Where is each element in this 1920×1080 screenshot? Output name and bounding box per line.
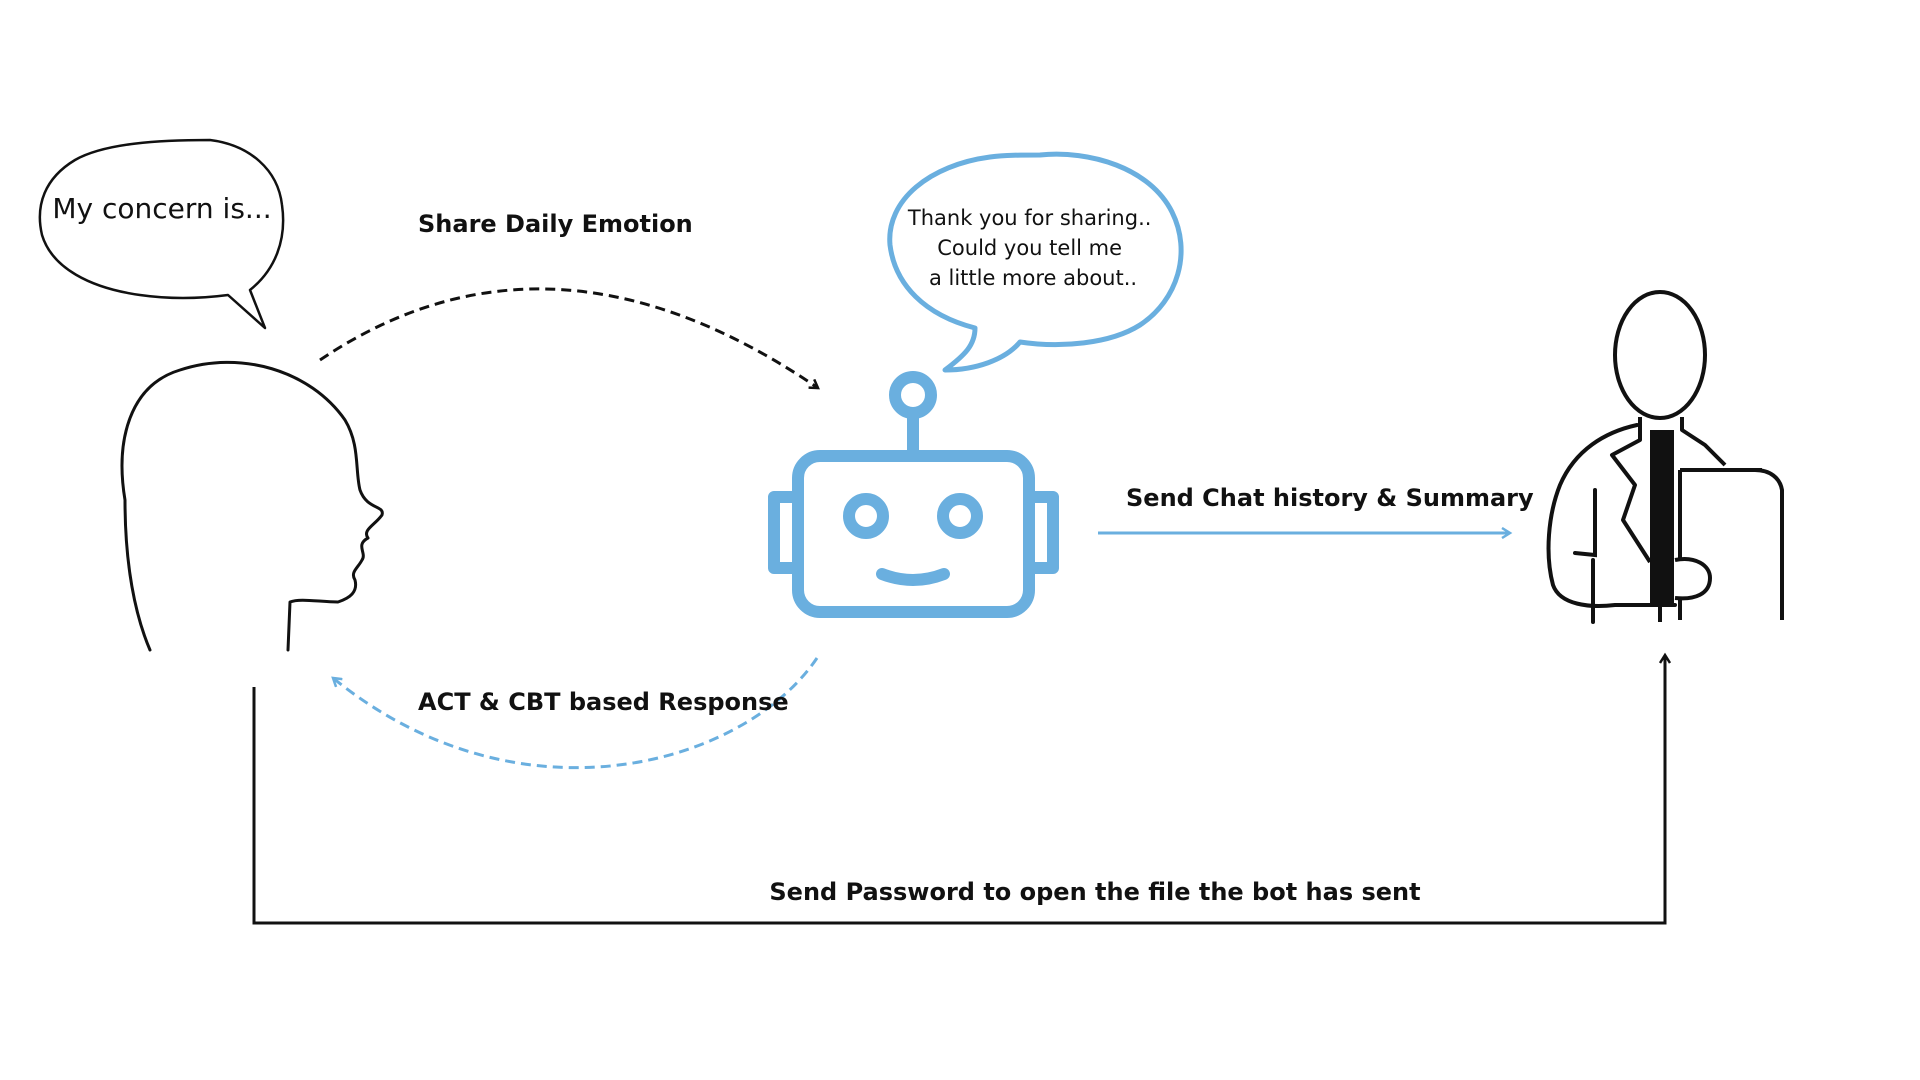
user-speech-bubble: My concern is... bbox=[38, 138, 285, 330]
send-chat-history-label: Send Chat history & Summary bbox=[1126, 484, 1534, 512]
share-daily-emotion-label: Share Daily Emotion bbox=[418, 210, 693, 238]
robot-icon bbox=[768, 371, 1059, 618]
doctor-icon bbox=[1546, 290, 1784, 624]
act-cbt-response-label: ACT & CBT based Response bbox=[418, 688, 789, 716]
bot-speech-bubble: Thank you for sharing.. Could you tell m… bbox=[887, 151, 1184, 373]
send-chat-history-arrow: Send Chat history & Summary bbox=[1098, 484, 1534, 533]
send-password-label: Send Password to open the file the bot h… bbox=[769, 878, 1420, 906]
bot-bubble-line-3: a little more about.. bbox=[929, 266, 1137, 290]
user-head-icon bbox=[120, 360, 384, 652]
share-daily-emotion-arrow: Share Daily Emotion bbox=[319, 210, 818, 388]
svg-text:Thank you for sharing..: Thank you for sharing.. Could you tell m… bbox=[907, 206, 1158, 290]
send-password-arrow: Send Password to open the file the bot h… bbox=[252, 655, 1665, 925]
user-bubble-text: My concern is... bbox=[52, 192, 271, 225]
bot-bubble-line-2: Could you tell me bbox=[937, 236, 1122, 260]
bot-bubble-line-1: Thank you for sharing.. bbox=[907, 206, 1152, 230]
act-cbt-response-arrow: ACT & CBT based Response bbox=[333, 657, 819, 770]
